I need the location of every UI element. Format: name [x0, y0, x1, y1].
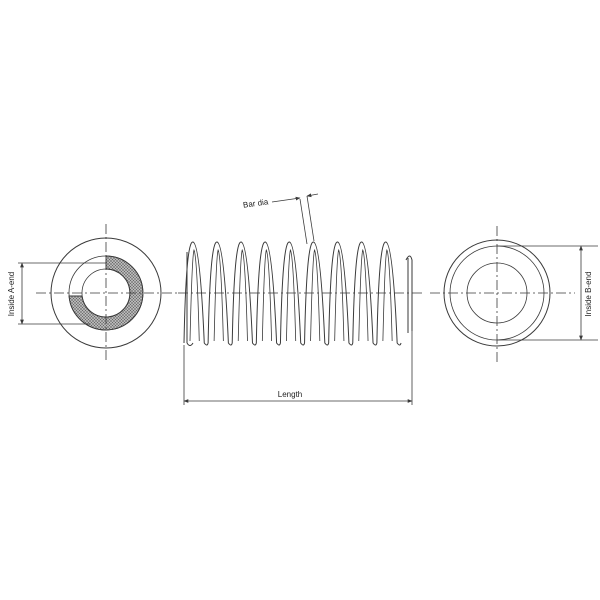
a-end-view: Inside A-end [7, 224, 180, 362]
inside-a-end-label: Inside A-end [7, 272, 16, 316]
bar-dia-arrow-right [306, 193, 319, 198]
b-end-closed-coil [405, 255, 413, 333]
spring-coils [183, 241, 413, 346]
a-end-bar-tip [186, 252, 194, 346]
b-end-view: Inside B-end [430, 226, 598, 362]
bar-dia-label: Bar dia [242, 197, 269, 210]
coil-inner-edge [189, 248, 393, 342]
length-label: Length [278, 390, 302, 399]
inside-b-end-label: Inside B-end [584, 272, 593, 317]
coil-outline [183, 241, 402, 346]
bar-dia-ext-left [299, 198, 308, 245]
bar-dia-ext-right [306, 195, 315, 242]
spring-side-view: Bar dia Length [178, 193, 425, 405]
bar-dia-leader [271, 196, 301, 203]
